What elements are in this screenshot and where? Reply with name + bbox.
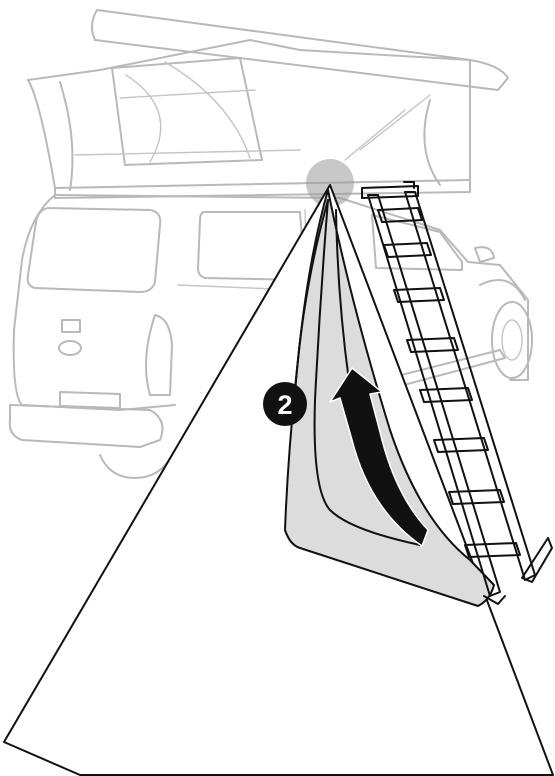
callout-beam <box>4 185 553 775</box>
step-badge: 2 <box>263 382 307 426</box>
rooftop-tent-illustration <box>28 10 508 198</box>
step-number: 2 <box>277 390 292 420</box>
